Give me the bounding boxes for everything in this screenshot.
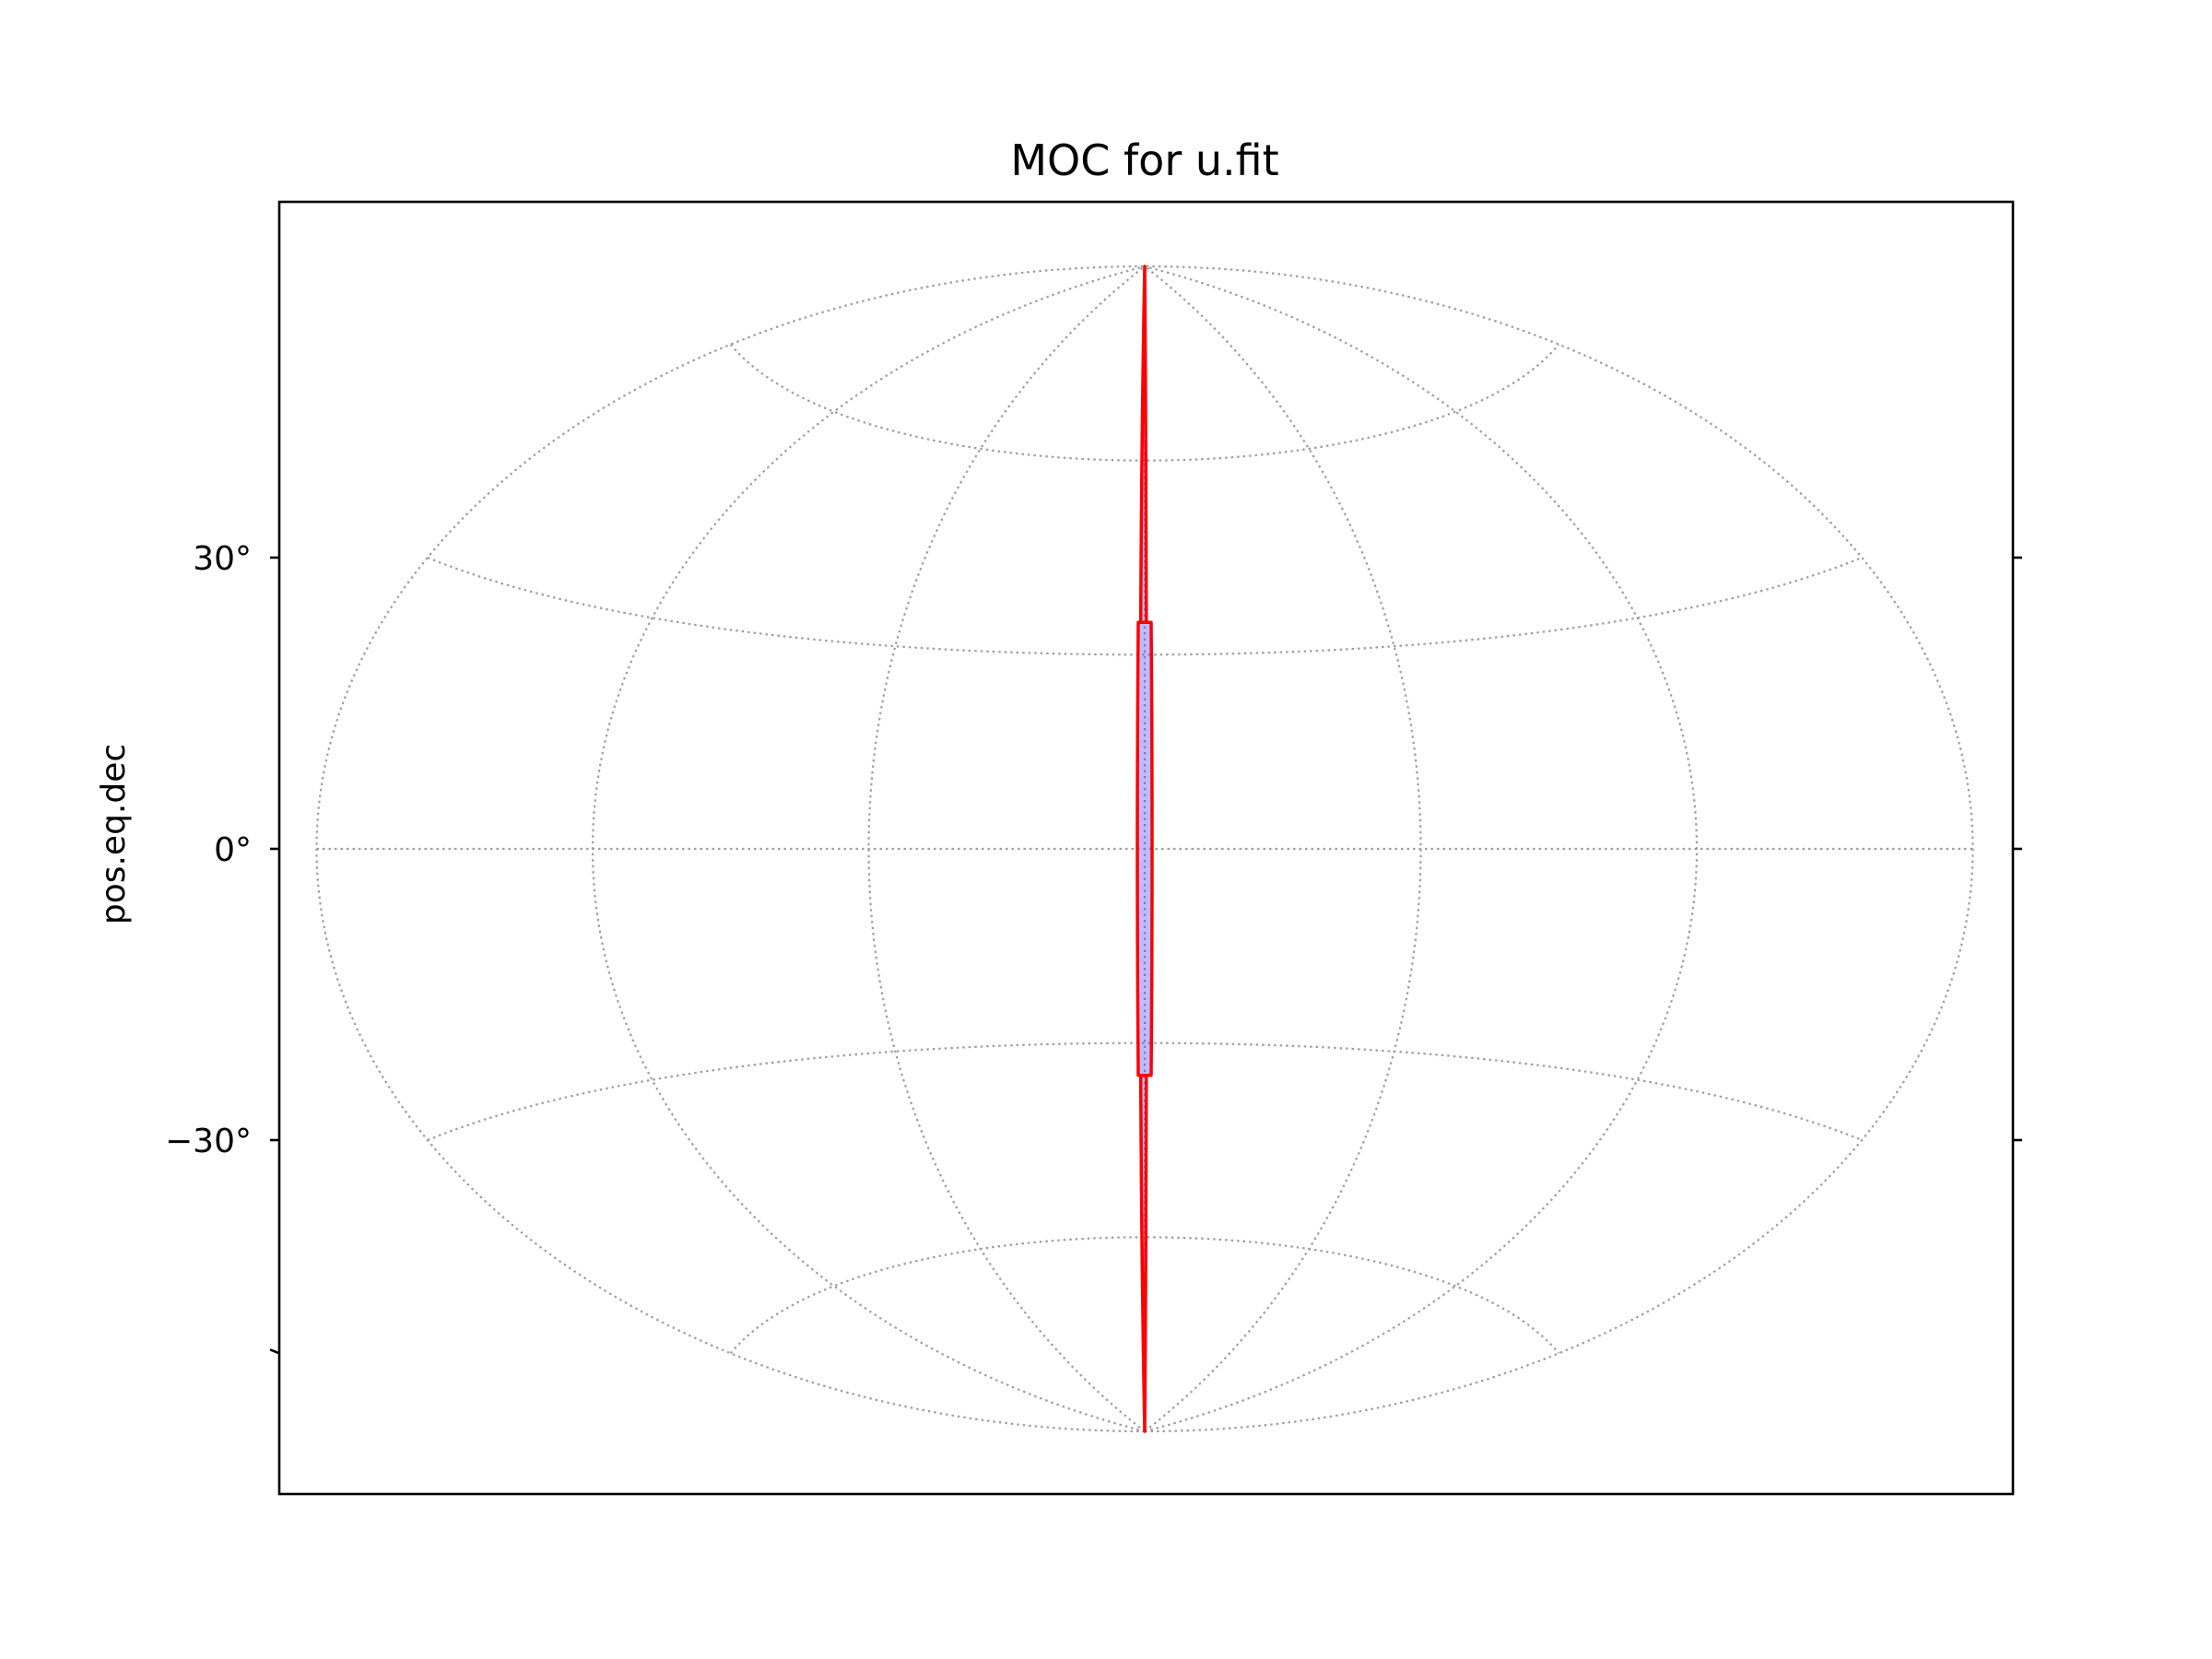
meridian-line [1144,265,1422,1432]
y-tick-label: −30° [165,1123,252,1160]
meridian-line [1144,265,1974,1433]
moc-series [1135,265,1154,1433]
chart-title: MOC for u.fit [1010,135,1278,185]
parallel-line [729,343,1560,462]
meridian-line [591,265,1146,1433]
y-axis-label: pos.eq.dec [95,744,133,924]
meridian-line [315,265,1146,1433]
moc-cell [1138,265,1148,624]
parallel-line [729,1236,1560,1355]
moc-cell [1138,1074,1148,1433]
moc-cell [1135,620,1154,1077]
meridian-line [1144,265,1699,1433]
meridian-line [867,265,1146,1432]
y-axis-ticks: 30° 0° −30° [165,540,2022,1355]
y-tick-label: 30° [193,540,252,578]
y-tick-label: 0° [214,831,252,869]
parallel-edge-tick [269,1348,280,1355]
